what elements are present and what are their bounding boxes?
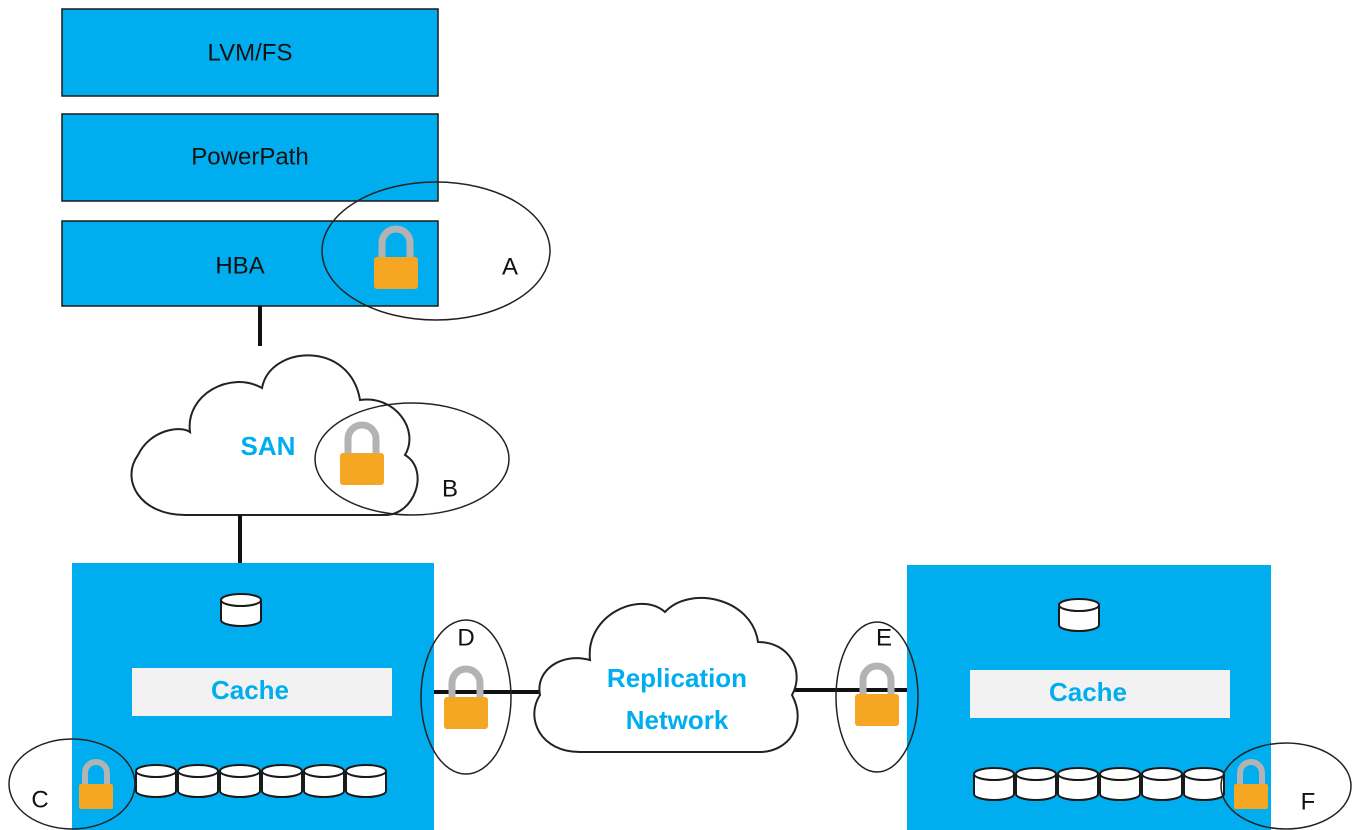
disk-icon [303,764,345,798]
marker-f-label: F [1301,788,1316,815]
marker-c-ellipse [8,738,136,830]
lvm-fs-label: LVM/FS [208,39,293,66]
disk-icon [1057,767,1099,801]
right-cache-label: Cache [1049,677,1127,707]
marker-c-label: C [31,786,48,813]
disk-icon [1141,767,1183,801]
right-array-lun-disk-icon [1058,598,1100,632]
hba-label: HBA [215,252,264,279]
marker-d-label: D [457,624,474,651]
marker-f-ellipse [1220,742,1352,830]
replication-label-line1: Replication [607,663,747,693]
replication-label-line2: Network [626,705,729,735]
marker-e-ellipse [835,621,919,773]
powerpath-label: PowerPath [191,143,308,170]
lvm-fs-box [61,8,439,97]
disk-icon [973,767,1015,801]
disk-icon [1183,767,1225,801]
powerpath-box [61,113,439,202]
left-array-lun-disk-icon [220,593,262,627]
marker-a-label: A [502,253,518,280]
disk-icon [345,764,387,798]
left-cache-box [132,668,392,716]
marker-b-label: B [442,475,458,502]
marker-a-ellipse [321,181,551,321]
replication-cloud [533,597,799,753]
padlock-icon [855,666,899,726]
san-label: SAN [241,431,296,461]
disk-icon [135,764,177,798]
disk-icon [219,764,261,798]
disk-icon [177,764,219,798]
right-cache-box [970,670,1230,718]
left-cache-label: Cache [211,675,289,705]
marker-e-label: E [876,624,892,651]
disk-icon [261,764,303,798]
padlock-icon [444,669,488,729]
disk-icon [1015,767,1057,801]
disk-icon [1099,767,1141,801]
marker-b-ellipse [314,402,510,516]
marker-d-ellipse [420,619,512,775]
